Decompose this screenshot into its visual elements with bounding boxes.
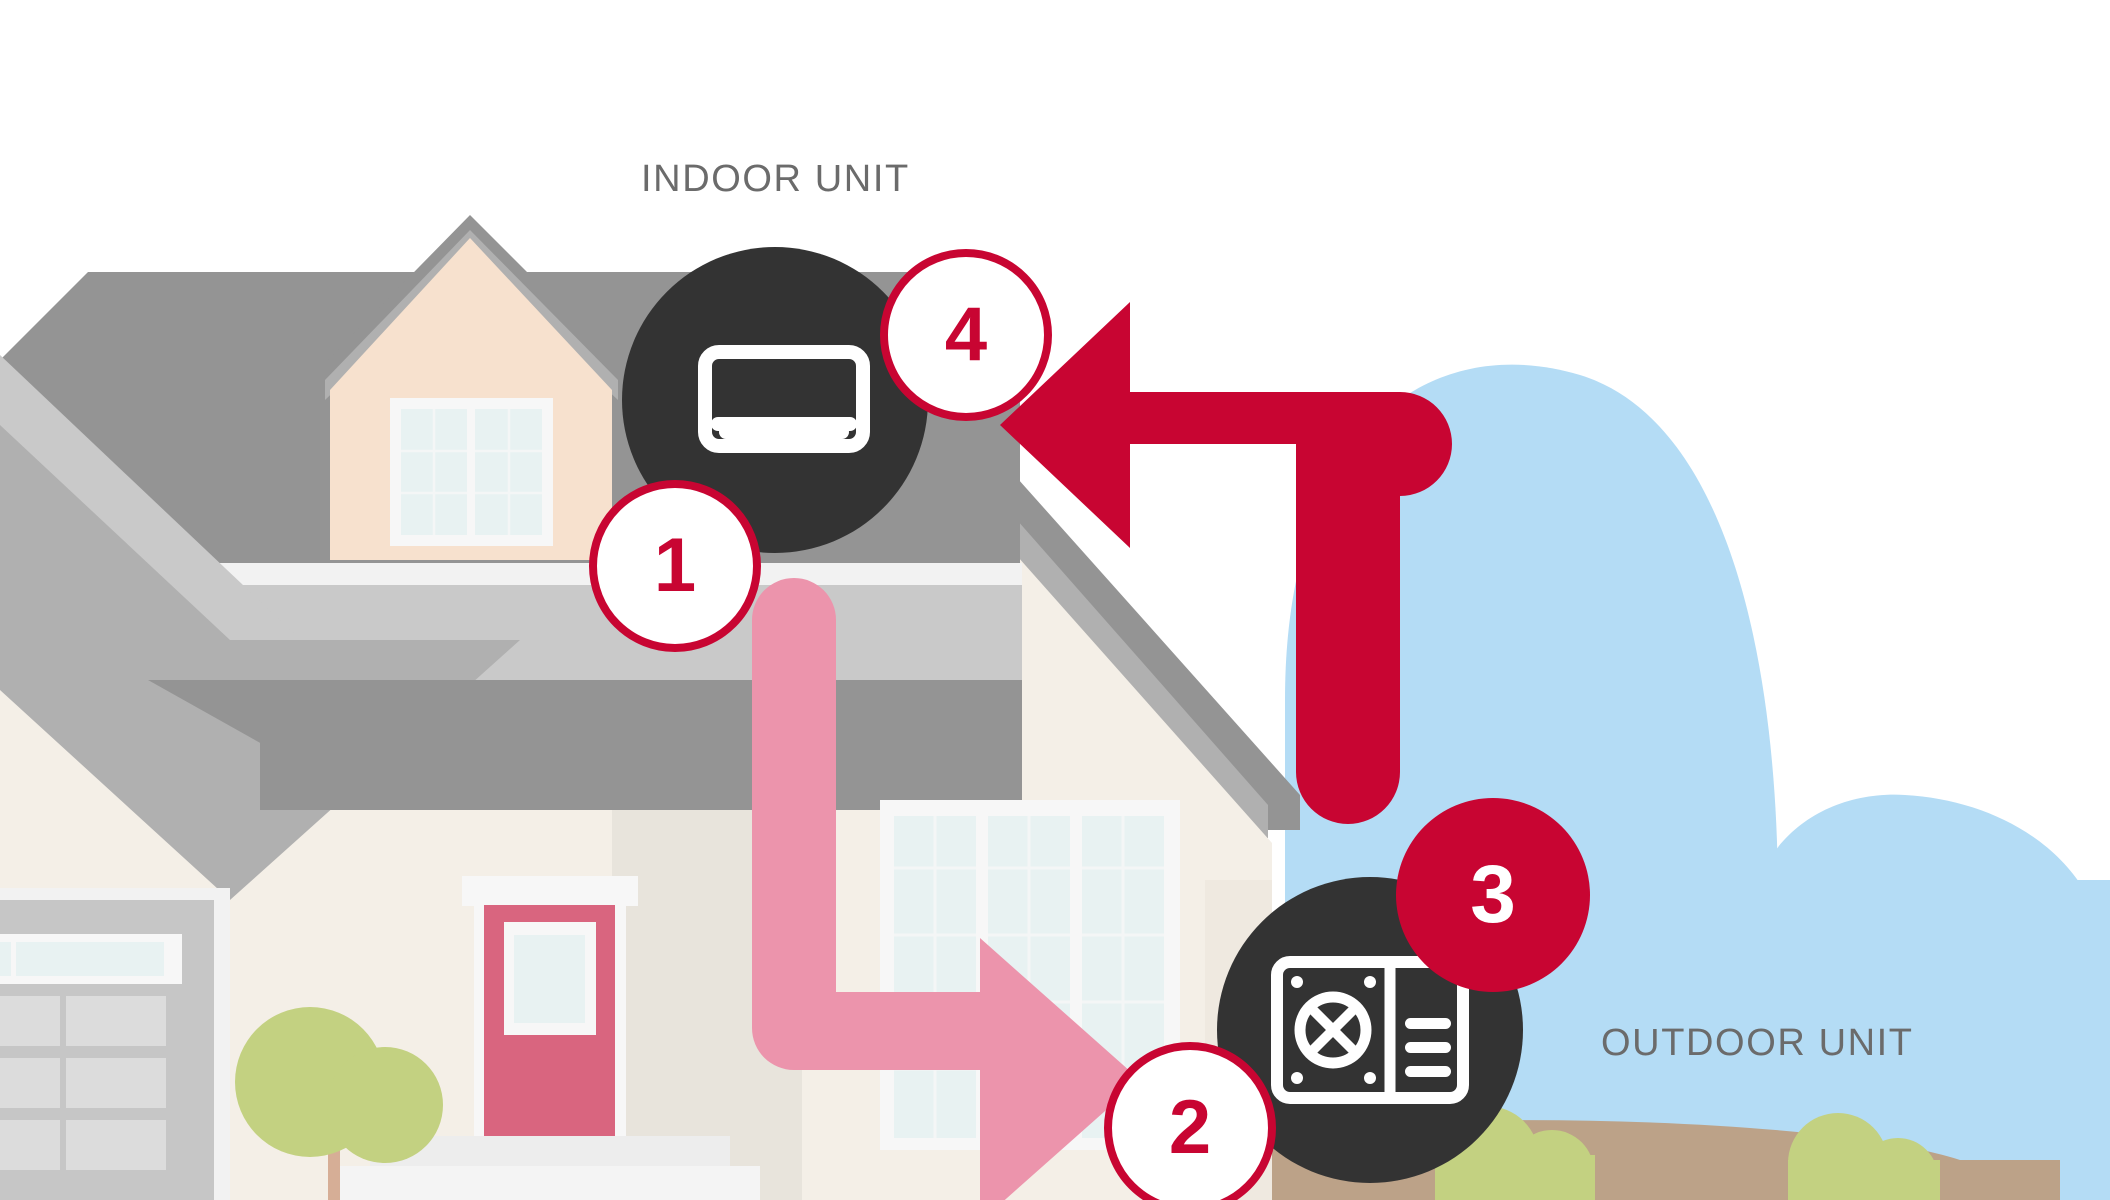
screw-icon xyxy=(1364,1072,1376,1084)
roof-eave-shadow xyxy=(0,425,520,900)
fan-ring-icon xyxy=(1294,991,1372,1069)
indoor-unit-louver xyxy=(723,422,845,435)
fan-hub-icon xyxy=(1328,1025,1338,1035)
screw-icon xyxy=(1364,976,1376,988)
dormer-group xyxy=(318,215,625,560)
step-badge-1[interactable]: 1 xyxy=(589,480,761,652)
step-badge-1-number: 1 xyxy=(653,523,697,608)
hot-refrigerant-arrow xyxy=(1000,302,1452,824)
tree-group xyxy=(235,1007,443,1200)
bush-left-group xyxy=(1435,1106,1595,1200)
bush-right-group xyxy=(1788,1113,1940,1200)
walkway xyxy=(330,1166,760,1200)
cool-arrow-path xyxy=(752,578,1140,1200)
screw-icon xyxy=(1291,1072,1303,1084)
front-door-group xyxy=(330,876,760,1200)
tree-canopy-lobe xyxy=(327,1047,443,1163)
step-badge-2-number: 2 xyxy=(1168,1085,1212,1170)
step-badge-3[interactable]: 3 xyxy=(1396,798,1590,992)
garage-window-pane xyxy=(16,942,164,976)
step-badge-4[interactable]: 4 xyxy=(880,249,1052,421)
condenser-fan-unit-icon xyxy=(1271,956,1469,1104)
door-window-glass xyxy=(514,935,585,1023)
screw-icon xyxy=(1291,976,1303,988)
bush-base xyxy=(1788,1160,1940,1200)
garage-door-group xyxy=(0,888,230,1200)
indoor-unit xyxy=(622,247,928,553)
garage-panel-grid xyxy=(0,996,166,1170)
step-badge-3-number: 3 xyxy=(1470,849,1516,940)
step-badge-4-number: 4 xyxy=(944,292,988,377)
roof-fascia-white xyxy=(62,563,1022,585)
bush-base xyxy=(1435,1155,1595,1200)
step-badge-2[interactable]: 2 xyxy=(1104,1042,1276,1200)
hot-arrow-path xyxy=(1000,302,1452,824)
door-lintel xyxy=(462,876,638,906)
dormer-window-grid xyxy=(401,409,542,535)
vent-bars-icon xyxy=(1405,1018,1451,1077)
dormer-window-mullion-v xyxy=(467,409,475,535)
indoor-unit-disc xyxy=(622,247,928,553)
garage-window-pane xyxy=(0,942,11,976)
cool-refrigerant-arrow xyxy=(752,578,1140,1200)
condenser-case xyxy=(1271,956,1469,1104)
left-roof-fill xyxy=(260,680,1022,810)
